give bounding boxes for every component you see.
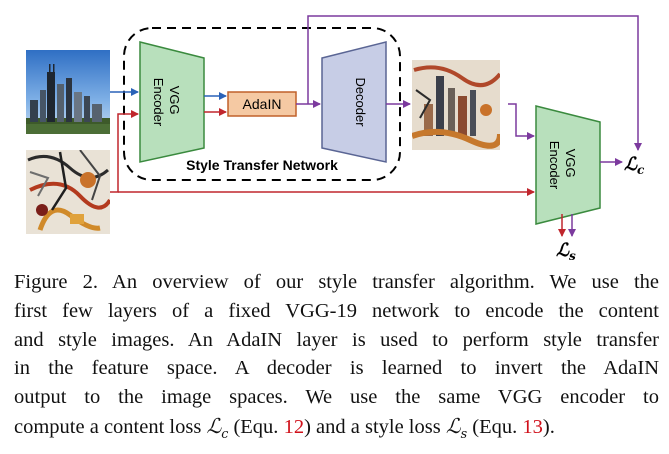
stylized-output-image bbox=[412, 60, 500, 150]
vgg-encoder-block bbox=[139, 41, 205, 163]
caption-line-4: in the feature space. A decoder is learn… bbox=[14, 357, 659, 380]
network-label: Style Transfer Network bbox=[186, 157, 338, 173]
vgg-encoder-label: VGG Encoder bbox=[151, 78, 182, 127]
style-to-encoder-arrow bbox=[110, 110, 139, 193]
caption-line-3: and style images. An AdaIN layer is used… bbox=[14, 328, 659, 351]
caption-line-6: compute a content loss ℒc (Equ. 12) and … bbox=[14, 413, 555, 442]
loss-vgg-encoder-block bbox=[535, 105, 601, 225]
adain-label: AdaIN bbox=[243, 96, 282, 112]
equation-12-link[interactable]: 12 bbox=[283, 415, 305, 438]
caption-line-5: output to the image spaces. We use the s… bbox=[14, 386, 659, 409]
caption-line-1: Figure 2. An overview of our style trans… bbox=[14, 271, 659, 293]
caption-line-2: first few layers of a fixed VGG-19 netwo… bbox=[14, 299, 659, 322]
content-loss-symbol: ℒc bbox=[624, 154, 645, 177]
decoder-label: Decoder bbox=[353, 77, 368, 127]
style-image bbox=[26, 150, 110, 234]
decoder-block bbox=[321, 41, 387, 163]
figure-caption: Figure 2. An overview of our style trans… bbox=[14, 268, 659, 449]
adain-target-to-content-loss-arrow bbox=[307, 15, 642, 151]
loss-vgg-encoder-label: VGG Encoder bbox=[547, 141, 578, 190]
style-transfer-network-boundary bbox=[123, 27, 401, 181]
equation-13-link[interactable]: 13 bbox=[522, 415, 543, 438]
style-loss-inline: ℒs bbox=[445, 413, 468, 442]
style-loss-symbol: ℒs bbox=[556, 240, 576, 262]
content-image bbox=[26, 50, 110, 134]
style-transfer-diagram: Style Transfer Network VGG Encoder AdaIN… bbox=[26, 15, 645, 262]
output-to-loss-encoder-arrow bbox=[508, 103, 535, 140]
content-loss-inline: ℒc bbox=[206, 413, 229, 442]
